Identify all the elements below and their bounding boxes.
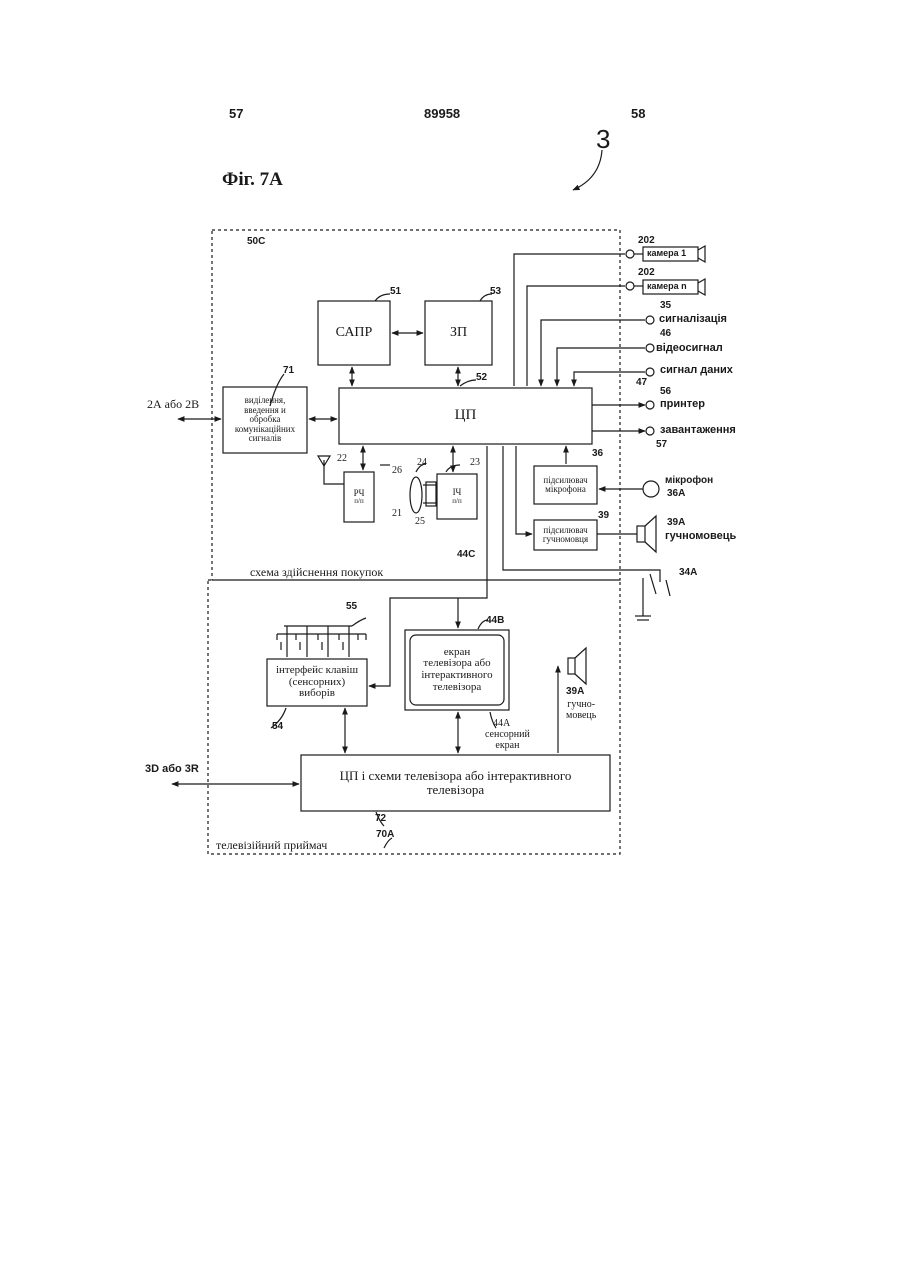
comm-signal-block: виділення,введення иобробкакомунікаційни… [223, 387, 307, 453]
tv-screen-block: екрантелевізора абоінтерактивноготелевіз… [410, 635, 504, 705]
speaker-amp-block: підсилювачгучномовця [534, 520, 597, 550]
ref-39: 39 [598, 511, 609, 522]
mic-amp-block: підсилювачмікрофона [534, 466, 597, 504]
loading-label: завантаження [660, 425, 736, 437]
ref-22: 22 [337, 454, 347, 465]
data-signal-label: сигнал даних [660, 365, 733, 377]
ext-link-bottom-label: 3D або 3R [145, 764, 199, 776]
ref-36A: 36А [667, 489, 685, 500]
ref-71: 71 [283, 366, 294, 377]
key-interface-block: інтерфейс клавіш(сенсорних)виборів [267, 659, 367, 706]
ref-57: 57 [656, 440, 667, 451]
ref-23: 23 [470, 458, 480, 469]
ref-44B: 44В [486, 616, 504, 627]
camera-n-label: камера n [647, 282, 687, 291]
ref-36: 36 [592, 449, 603, 460]
ref-55: 55 [346, 602, 357, 613]
memory-block: ЗП [425, 301, 492, 365]
speaker2-label: гучно-мовець [566, 700, 596, 721]
mic-label: мікрофон [665, 476, 713, 487]
ref-53: 53 [490, 287, 501, 298]
if-block: ІЧп/п [437, 474, 477, 519]
ref-202b: 202 [638, 268, 655, 279]
ref-52: 52 [476, 373, 487, 384]
touch-screen-label: сенсорнийекран [485, 730, 530, 751]
shop-circuit-label: схема здійснення покупок [250, 566, 383, 579]
ref-44C: 44С [457, 550, 475, 561]
ref-35: 35 [660, 301, 671, 312]
tv-cpu-block: ЦП і схеми телевізора або інтерактивного… [301, 755, 610, 811]
speaker-label: гучномовець [665, 531, 736, 543]
ref-39A-second: 39А [566, 687, 584, 698]
ref-39A: 39А [667, 518, 685, 529]
ref-34A: 34А [679, 568, 697, 579]
camera-1-label: камера 1 [647, 249, 686, 258]
ref-56: 56 [660, 387, 671, 398]
ref-26: 26 [392, 466, 402, 477]
ref-47: 47 [636, 378, 647, 389]
ref-21: 21 [392, 509, 402, 520]
sapr-block: САПР [318, 301, 390, 365]
signaling-label: сигналізація [659, 314, 727, 326]
ref-70A: 70А [376, 830, 394, 841]
ref-50C: 50С [247, 237, 265, 248]
ref-54: 54 [272, 722, 283, 733]
printer-label: принтер [660, 399, 705, 411]
ref-202a: 202 [638, 236, 655, 247]
tv-receiver-label: телевізійний приймач [216, 839, 327, 852]
ref-24: 24 [417, 458, 427, 469]
ref-51: 51 [390, 287, 401, 298]
ref-44A: 44А [493, 719, 510, 730]
cpu-block: ЦП [339, 388, 592, 444]
rf-block: РЧп/п [344, 472, 374, 522]
video-label: відеосигнал [656, 343, 723, 355]
ref-46: 46 [660, 329, 671, 340]
ref-25: 25 [415, 517, 425, 528]
ext-link-top-label: 2А або 2В [147, 398, 199, 411]
ref-72: 72 [375, 814, 386, 825]
